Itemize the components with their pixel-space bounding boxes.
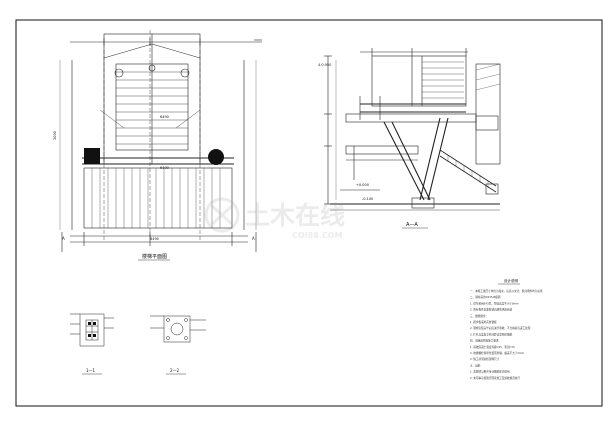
plan-view [59,30,262,252]
plan-title: 楼梯平面图 [142,253,167,260]
plan-dim-mid: 6490 [160,166,169,170]
note-line: 五、其他 [470,363,481,367]
design-notes: 设计说明 一、本施工图尺寸单位为毫米，标高以米计，除注明外均为标准二、钢材采用Q… [470,278,543,380]
plan-left-dim: 3000 [53,131,57,140]
note-line: 2. 地脚螺栓预埋位置须准确，偏差不大于2mm [470,351,525,355]
note-line: 2. 钢梯安装完毕后应进行验收，不合格者应返工处理 [470,326,531,330]
note-line: 3. 施工前须复核现场尺寸 [470,357,500,361]
sheet-border [15,19,603,407]
notes-title: 设计说明 [504,278,518,283]
note-line: 一、本施工图尺寸单位为毫米，标高以米计，除注明外均为标准 [470,289,543,293]
elev-mid-level: +0.000 [356,183,369,187]
note-line: 2. 未尽事宜按现行国家施工及验收规范执行 [470,376,520,380]
watermark: 土木在线 COI88.COM [204,197,345,240]
column-left [84,148,100,164]
section-1-title: 1—1 [86,368,96,373]
note-line: 1. 基础混凝土强度等级C25，垫层C15 [470,345,515,349]
section-1-1 [70,313,114,347]
elev-low-level: -0.100 [362,197,373,201]
section-2-title: 2—2 [170,368,180,373]
watermark-subtext: COI88.COM [292,231,342,240]
note-line: 1. 焊条采用E43型，焊缝高度不小于6mm [470,301,519,305]
axis-a-left: A [62,236,65,241]
note-line: 四、基础说明及施工要求 [470,339,499,343]
note-line: 三、楼梯踏步： [470,314,488,318]
watermark-text: 土木在线 [245,201,345,230]
note-line: 1. 本图须与相关专业图纸配合使用 [470,370,510,374]
note-line: 3. 栏杆高度及立柱间距详见相关图纸 [470,332,513,336]
elevation-view [324,48,501,211]
elev-top-level: 4.0.950 [318,63,331,67]
note-line: 2. 所有构件表面除锈后刷防锈漆两道 [470,308,513,312]
note-line: 1. 踏步板采用花纹钢板 [470,320,497,324]
elevation-title: A—A [406,222,418,228]
axis-a-right: A [252,236,255,241]
plan-dim-top: 6490 [160,115,169,119]
plan-dim-bottom: 6490 [150,237,159,241]
section-2-2 [150,315,206,343]
note-line: 二、钢材采用Q235-B级钢 [470,295,501,299]
column-right [208,149,224,165]
